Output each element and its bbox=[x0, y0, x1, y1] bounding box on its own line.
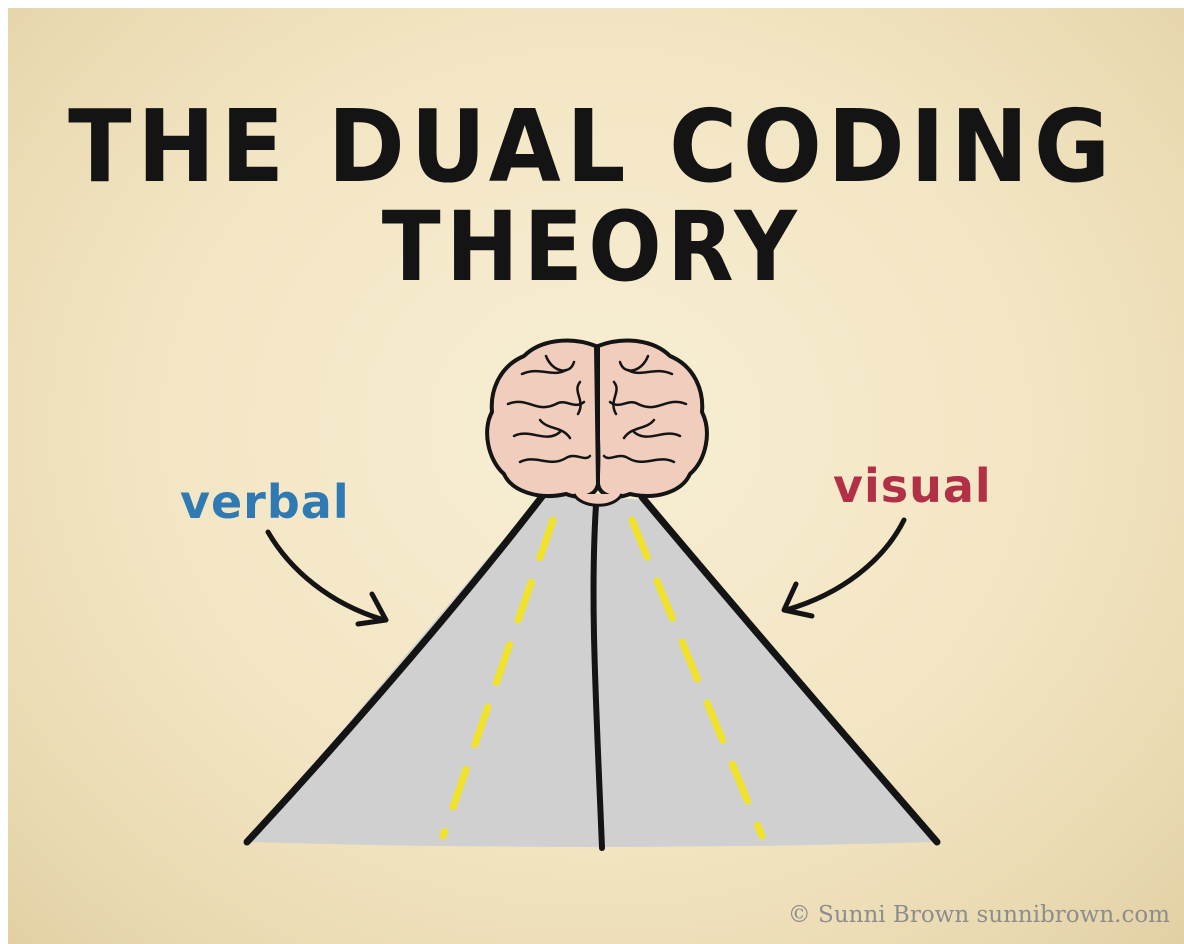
brain-right-hemisphere bbox=[596, 338, 709, 499]
brain-left-hemisphere bbox=[485, 338, 600, 499]
verbal-arrow-icon bbox=[265, 529, 389, 627]
visual-label: visual bbox=[833, 459, 992, 513]
road-left-edge bbox=[243, 490, 548, 846]
road-center-line bbox=[590, 502, 605, 851]
brain-icon bbox=[485, 338, 709, 507]
title-line-2: THEORY bbox=[381, 191, 803, 303]
copyright-credit: © Sunni Brown sunnibrown.com bbox=[787, 902, 1170, 928]
brain-folds bbox=[506, 348, 688, 488]
road-icon bbox=[243, 490, 941, 851]
brain-stem bbox=[572, 493, 624, 507]
road-right-dashes bbox=[628, 516, 766, 840]
road-right-edge bbox=[638, 493, 941, 846]
visual-arrow-icon bbox=[781, 517, 907, 619]
road-left-dashes bbox=[439, 516, 557, 840]
title-line-1: THE DUAL CODING bbox=[68, 88, 1116, 205]
verbal-label: verbal bbox=[180, 475, 350, 529]
